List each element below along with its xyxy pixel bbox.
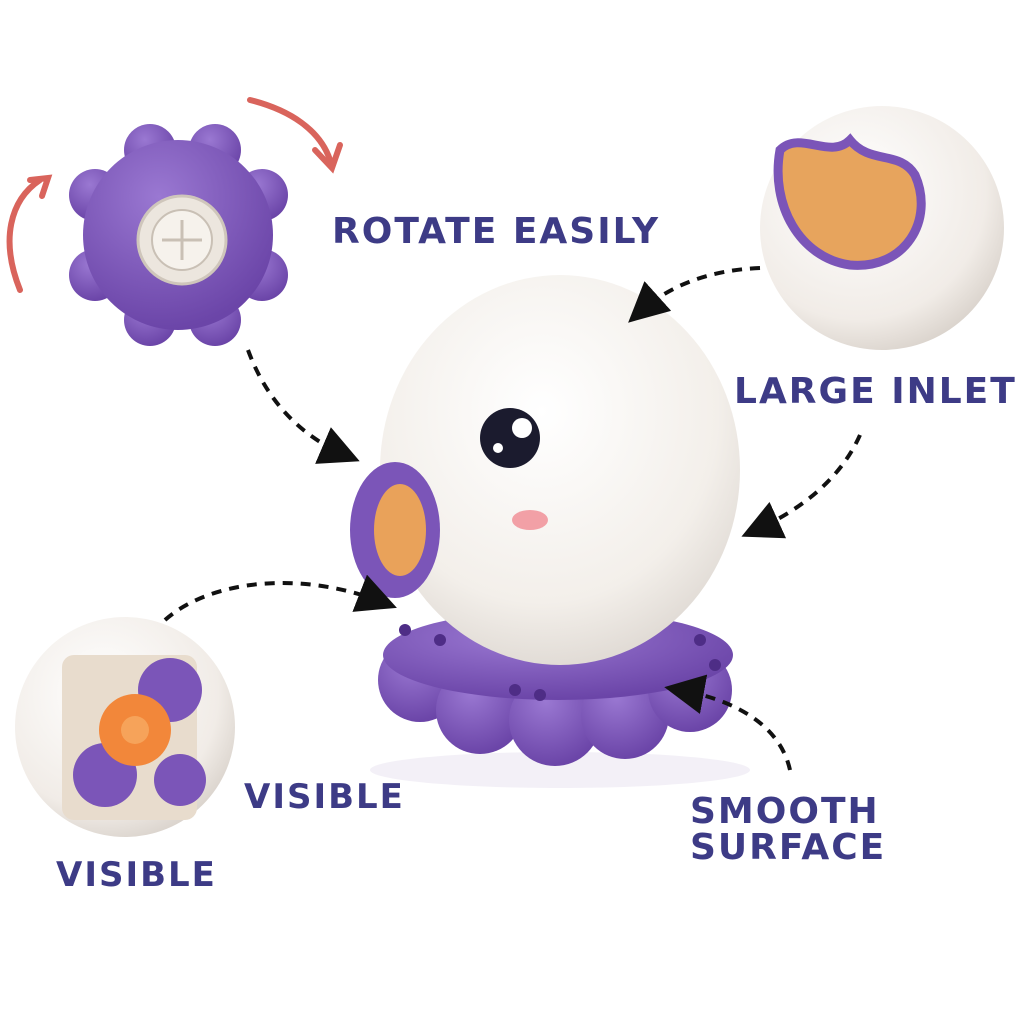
large-inlet-ball <box>760 106 1004 350</box>
octopus-toy <box>350 275 750 788</box>
callout-arrows <box>163 266 862 771</box>
smooth-label-line1: SMOOTH <box>690 791 880 832</box>
smooth-surface-label: SMOOTH SURFACE <box>690 794 886 866</box>
visible-gears-ball <box>15 617 235 837</box>
large-inlet-label: LARGE INLET <box>734 371 1017 412</box>
visible-label: VISIBLE <box>244 777 405 817</box>
rotation-arrows <box>6 97 343 293</box>
smooth-label-line2: SURFACE <box>690 827 887 868</box>
rotating-gear-part <box>69 124 288 346</box>
rotate-easily-label: ROTATE EASILY <box>332 211 661 252</box>
visible-label-secondary: VISIBLE <box>56 855 217 895</box>
